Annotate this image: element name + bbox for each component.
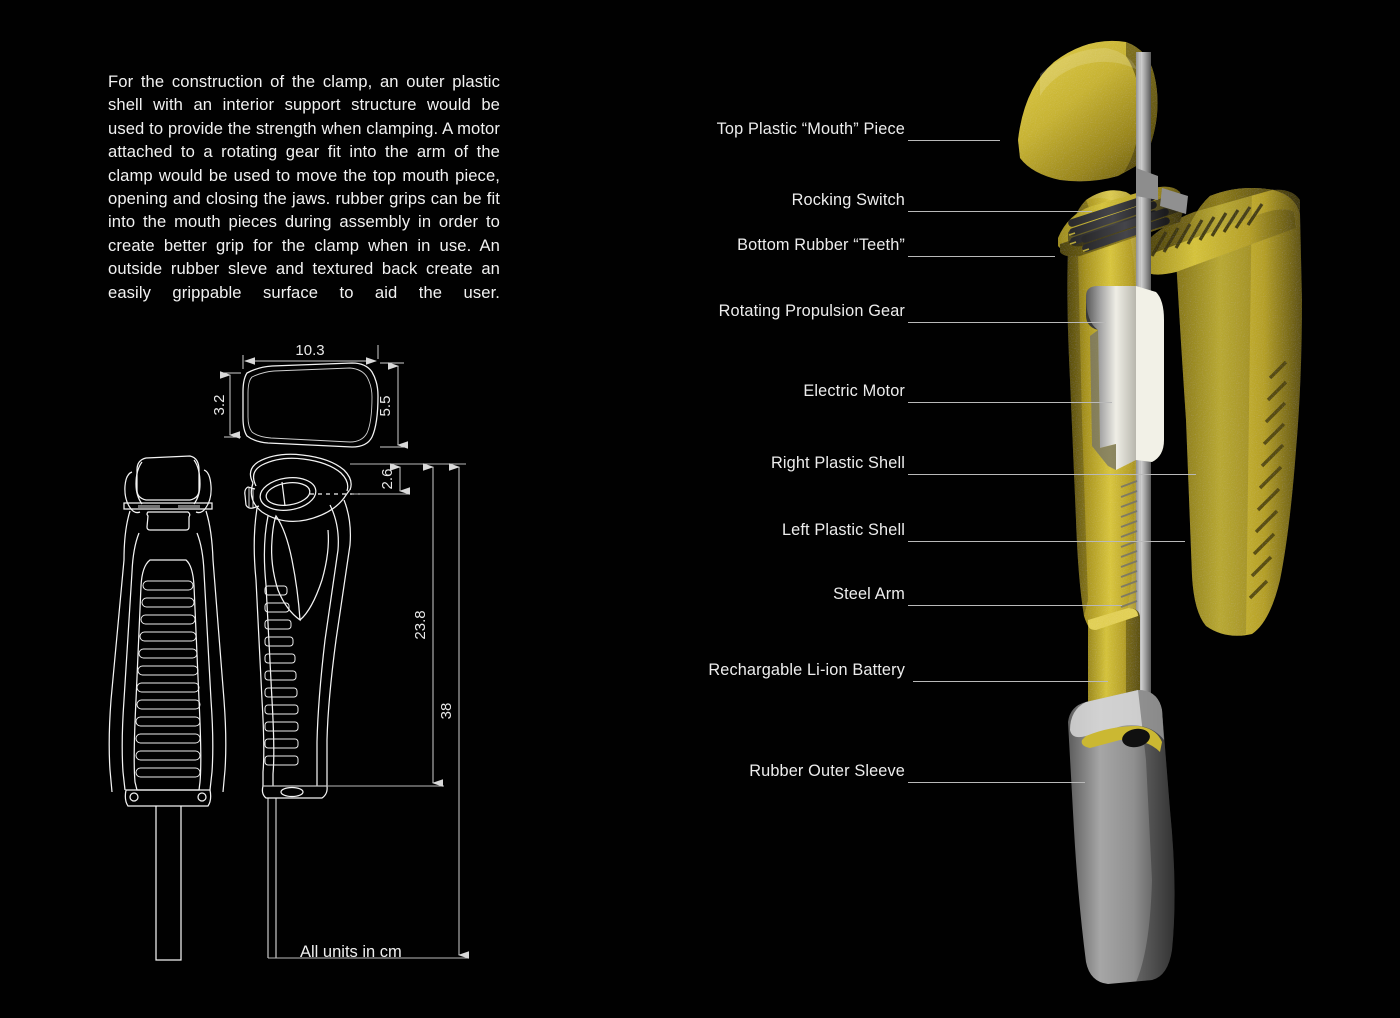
- units-note: All units in cm: [300, 943, 402, 961]
- dim-value-2-6: 2.6: [379, 469, 396, 490]
- callout-label: Bottom Rubber “Teeth”: [737, 235, 905, 254]
- callout-label: Rocking Switch: [791, 190, 905, 209]
- callout-label: Steel Arm: [833, 584, 905, 603]
- callout-electric-motor[interactable]: Electric Motor: [560, 381, 905, 401]
- dim-value-38: 38: [438, 703, 455, 720]
- leader-line-rubber-outer-sleeve: [908, 782, 1085, 783]
- callout-label: Right Plastic Shell: [770, 453, 905, 472]
- callout-rechargable-li-ion-battery[interactable]: Rechargable Li-ion Battery: [560, 660, 905, 680]
- right-plastic-shell-render: [1176, 187, 1302, 636]
- callout-rotating-propulsion-gear[interactable]: Rotating Propulsion Gear: [560, 301, 905, 321]
- orthographic-drawings: 10.3 3.2 5.5: [0, 0, 520, 1018]
- callout-label: Rubber Outer Sleeve: [749, 761, 905, 780]
- callout-label: Electric Motor: [803, 381, 905, 400]
- description-paragraph: For the construction of the clamp, an ou…: [108, 72, 500, 302]
- dim-value-3-2: 3.2: [211, 395, 228, 416]
- dim-top-view-left-height: [220, 371, 241, 439]
- leader-line-steel-arm: [908, 605, 1122, 606]
- dim-value-5-5: 5.5: [377, 396, 394, 417]
- callout-right-plastic-shell[interactable]: Right Plastic Shell: [560, 453, 905, 473]
- callout-rubber-outer-sleeve[interactable]: Rubber Outer Sleeve: [560, 761, 905, 781]
- dim-top-view-right-height: [380, 362, 408, 449]
- leader-line-rechargable-li-ion-battery: [913, 681, 1108, 682]
- leader-line-bottom-rubber-teeth: [908, 256, 1055, 257]
- callout-label: Left Plastic Shell: [781, 520, 905, 539]
- leader-line-electric-motor: [908, 402, 1112, 403]
- callout-bottom-rubber-teeth[interactable]: Bottom Rubber “Teeth”: [560, 235, 905, 255]
- right-jaw-render: [1140, 188, 1300, 275]
- leader-line-rotating-propulsion-gear: [908, 322, 1106, 323]
- electric-motor-render: [1086, 286, 1164, 470]
- callout-label: Rechargable Li-ion Battery: [708, 660, 905, 679]
- callout-steel-arm[interactable]: Steel Arm: [560, 584, 905, 604]
- callout-label: Top Plastic “Mouth” Piece: [716, 119, 905, 138]
- leader-line-top-plastic-mouth-piece: [908, 140, 1000, 141]
- leader-line-right-plastic-shell: [908, 474, 1196, 475]
- front-view-drawing: [108, 455, 227, 961]
- side-view-drawing: [244, 453, 360, 958]
- dim-top-view-width: [242, 345, 379, 369]
- dim-value-10-3: 10.3: [295, 342, 324, 359]
- leader-line-left-plastic-shell: [908, 541, 1185, 542]
- dim-value-23-8: 23.8: [412, 610, 429, 639]
- description-block: For the construction of the clamp, an ou…: [108, 70, 500, 327]
- callout-top-plastic-mouth-piece[interactable]: Top Plastic “Mouth” Piece: [560, 119, 905, 139]
- callout-label: Rotating Propulsion Gear: [718, 301, 905, 320]
- rubber-outer-sleeve-render: [1068, 690, 1175, 984]
- product-render: [940, 0, 1400, 1018]
- callout-rocking-switch[interactable]: Rocking Switch: [560, 190, 905, 210]
- callout-left-plastic-shell[interactable]: Left Plastic Shell: [560, 520, 905, 540]
- leader-line-rocking-switch: [908, 211, 1092, 212]
